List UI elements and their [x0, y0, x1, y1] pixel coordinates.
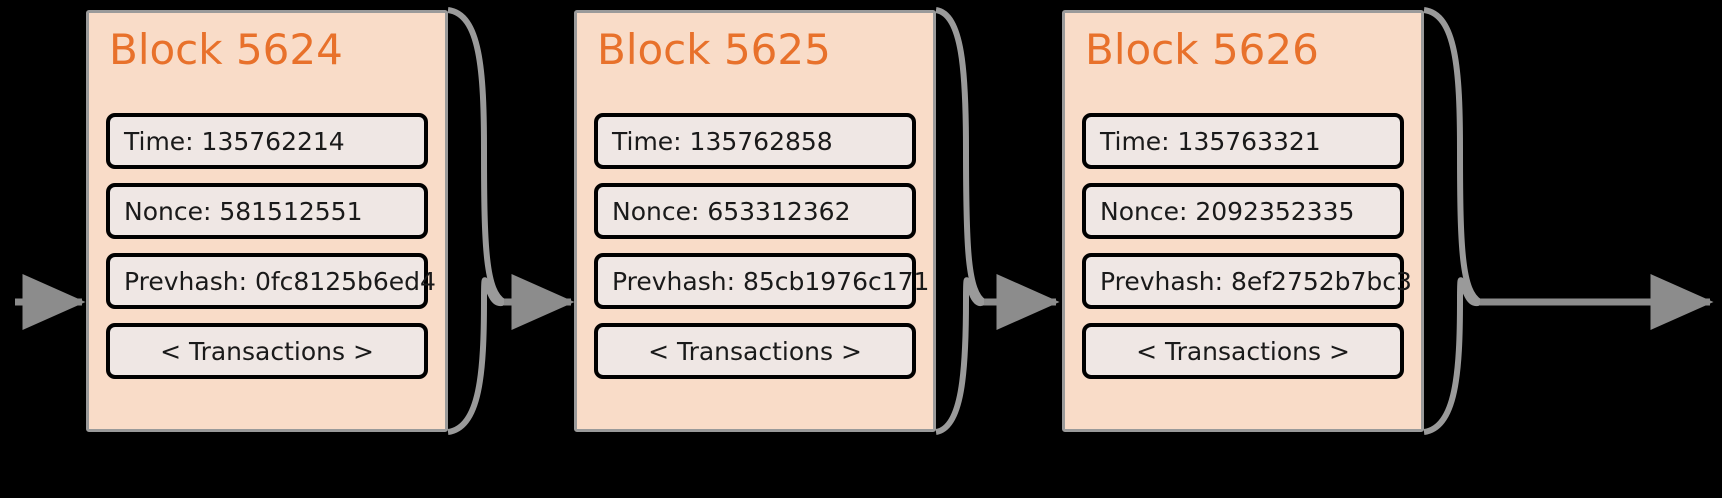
- block-0-field-transactions-label: < Transactions >: [160, 336, 374, 366]
- block-0-field-prevhash-label: Prevhash: 0fc8125b6ed4: [124, 266, 436, 296]
- block-1-field-prevhash[interactable]: Prevhash: 85cb1976c171: [594, 253, 929, 309]
- block-1-field-transactions-label: < Transactions >: [648, 336, 862, 366]
- block-fields-0: Time: 135762214 Nonce: 581512551 Prevhas…: [106, 113, 436, 393]
- block-1-field-transactions[interactable]: < Transactions >: [594, 323, 916, 379]
- block-title-1: Block 5625: [597, 25, 831, 74]
- block-2-field-time[interactable]: Time: 135763321: [1082, 113, 1404, 169]
- block-2-field-prevhash[interactable]: Prevhash: 8ef2752b7bc3: [1082, 253, 1412, 309]
- link-5624-to-5625: [447, 7, 575, 435]
- block-title-0: Block 5624: [109, 25, 343, 74]
- block-0-field-time-label: Time: 135762214: [124, 126, 345, 156]
- block-0-field-prevhash[interactable]: Prevhash: 0fc8125b6ed4: [106, 253, 436, 309]
- block-0-field-nonce[interactable]: Nonce: 581512551: [106, 183, 428, 239]
- block-2-field-prevhash-label: Prevhash: 8ef2752b7bc3: [1100, 266, 1412, 296]
- block-2-field-nonce[interactable]: Nonce: 2092352335: [1082, 183, 1404, 239]
- block-1-field-nonce[interactable]: Nonce: 653312362: [594, 183, 916, 239]
- block-2-field-transactions[interactable]: < Transactions >: [1082, 323, 1404, 379]
- block-1-field-prevhash-label: Prevhash: 85cb1976c171: [612, 266, 930, 296]
- block-0-field-transactions[interactable]: < Transactions >: [106, 323, 428, 379]
- block-0-field-time[interactable]: Time: 135762214: [106, 113, 428, 169]
- block-1-field-time[interactable]: Time: 135762858: [594, 113, 916, 169]
- block-1-field-time-label: Time: 135762858: [612, 126, 833, 156]
- block-card-1[interactable]: Block 5625 Time: 135762858 Nonce: 653312…: [574, 10, 936, 432]
- outgoing-arrow: [1423, 7, 1714, 435]
- block-fields-1: Time: 135762858 Nonce: 653312362 Prevhas…: [594, 113, 929, 393]
- block-1-field-nonce-label: Nonce: 653312362: [612, 196, 851, 226]
- block-fields-2: Time: 135763321 Nonce: 2092352335 Prevha…: [1082, 113, 1412, 393]
- block-2-field-transactions-label: < Transactions >: [1136, 336, 1350, 366]
- block-title-2: Block 5626: [1085, 25, 1319, 74]
- link-5625-to-5626: [935, 7, 1060, 435]
- block-2-field-time-label: Time: 135763321: [1100, 126, 1321, 156]
- block-card-2[interactable]: Block 5626 Time: 135763321 Nonce: 209235…: [1062, 10, 1424, 432]
- block-2-field-nonce-label: Nonce: 2092352335: [1100, 196, 1355, 226]
- block-0-field-nonce-label: Nonce: 581512551: [124, 196, 363, 226]
- block-card-0[interactable]: Block 5624 Time: 135762214 Nonce: 581512…: [86, 10, 448, 432]
